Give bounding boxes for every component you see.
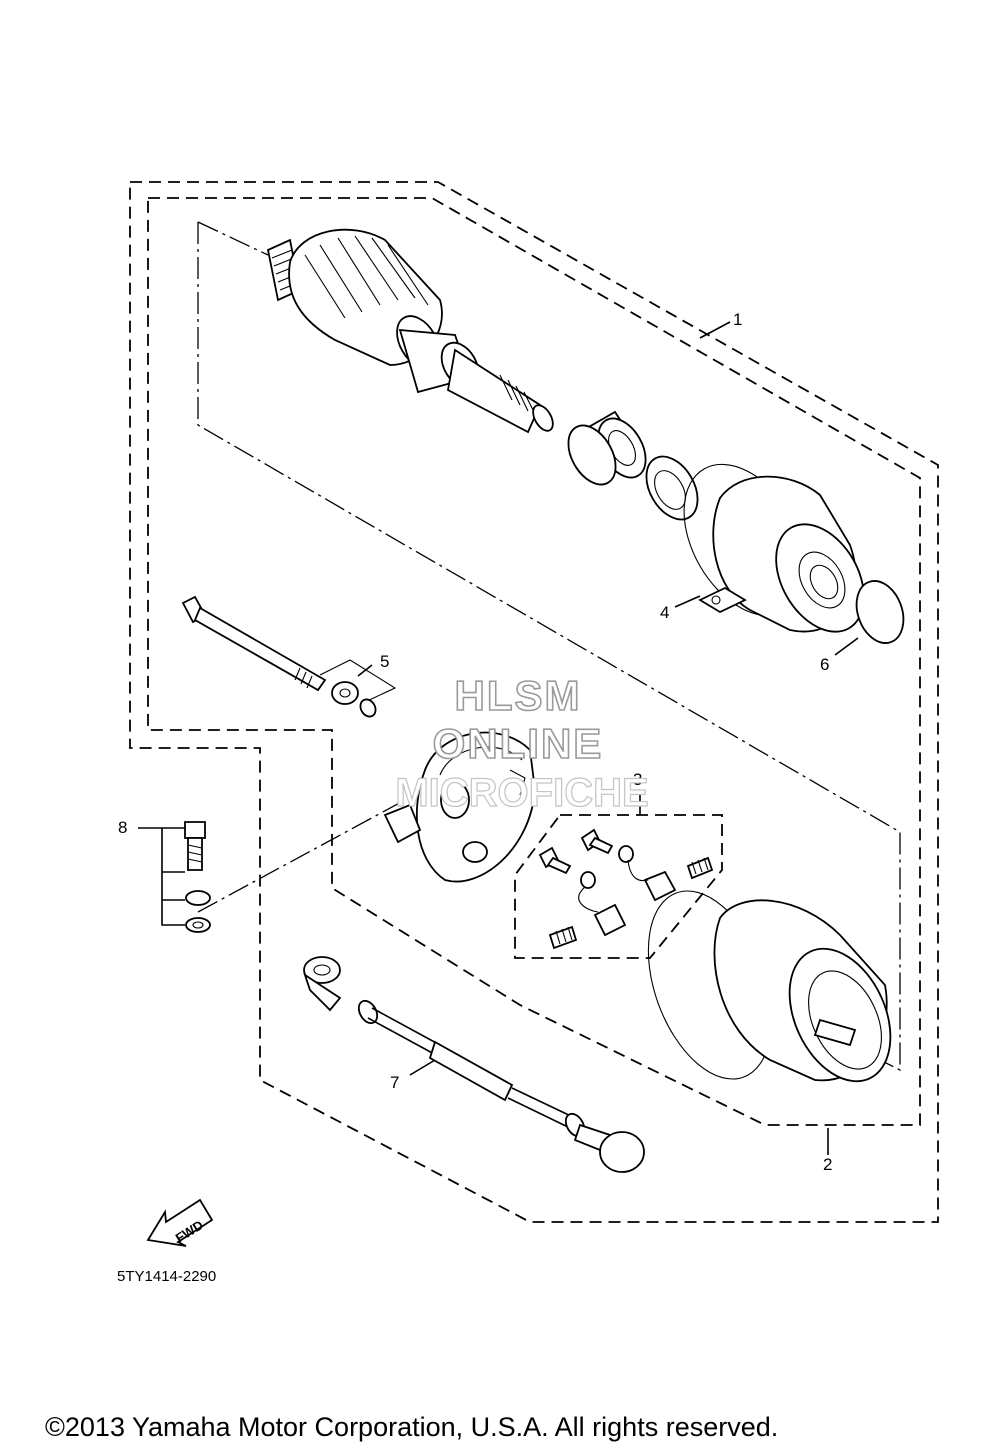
callout-6: 6 xyxy=(820,655,829,674)
armature xyxy=(266,228,554,434)
callout-3: 3 xyxy=(633,770,642,789)
fwd-arrow-icon: FWD xyxy=(146,1198,214,1247)
alignment-line-bolt xyxy=(197,221,269,256)
yoke xyxy=(647,890,892,1083)
alignment-line-bracket xyxy=(197,799,406,913)
watermark-line-1: HLSM xyxy=(455,672,582,719)
callout-5: 5 xyxy=(380,652,389,671)
through-bolt xyxy=(181,595,327,692)
leader-7 xyxy=(409,1059,436,1076)
copyright-notice: ©2013 Yamaha Motor Corporation, U.S.A. A… xyxy=(45,1412,778,1442)
callout-8: 8 xyxy=(118,818,127,837)
leader-4 xyxy=(674,595,701,608)
callout-4: 4 xyxy=(660,603,669,622)
leader-1 xyxy=(699,321,731,339)
callout-7: 7 xyxy=(390,1073,399,1092)
brush-kit-outline xyxy=(514,814,723,959)
assembly-2-outline xyxy=(129,181,939,1223)
alignment-line-armature xyxy=(197,222,901,1072)
watermark-line-3: MICROFICHE xyxy=(395,771,648,815)
part-code: 5TY1414-2290 xyxy=(117,1268,216,1285)
brush-kit xyxy=(538,828,714,950)
rear-cover xyxy=(383,731,536,883)
lead-wire xyxy=(303,956,645,1173)
leader-5 xyxy=(357,664,373,677)
watermark-line-2: ONLINE xyxy=(433,720,604,767)
bearing xyxy=(567,410,647,486)
leader-6 xyxy=(834,637,859,656)
oil-seal xyxy=(645,455,699,521)
washer-set xyxy=(319,659,397,718)
o-ring xyxy=(855,580,905,644)
callout-2: 2 xyxy=(823,1155,832,1174)
front-cover xyxy=(683,463,865,633)
bolt-washer-set xyxy=(138,821,211,933)
callout-1: 1 xyxy=(733,310,742,329)
